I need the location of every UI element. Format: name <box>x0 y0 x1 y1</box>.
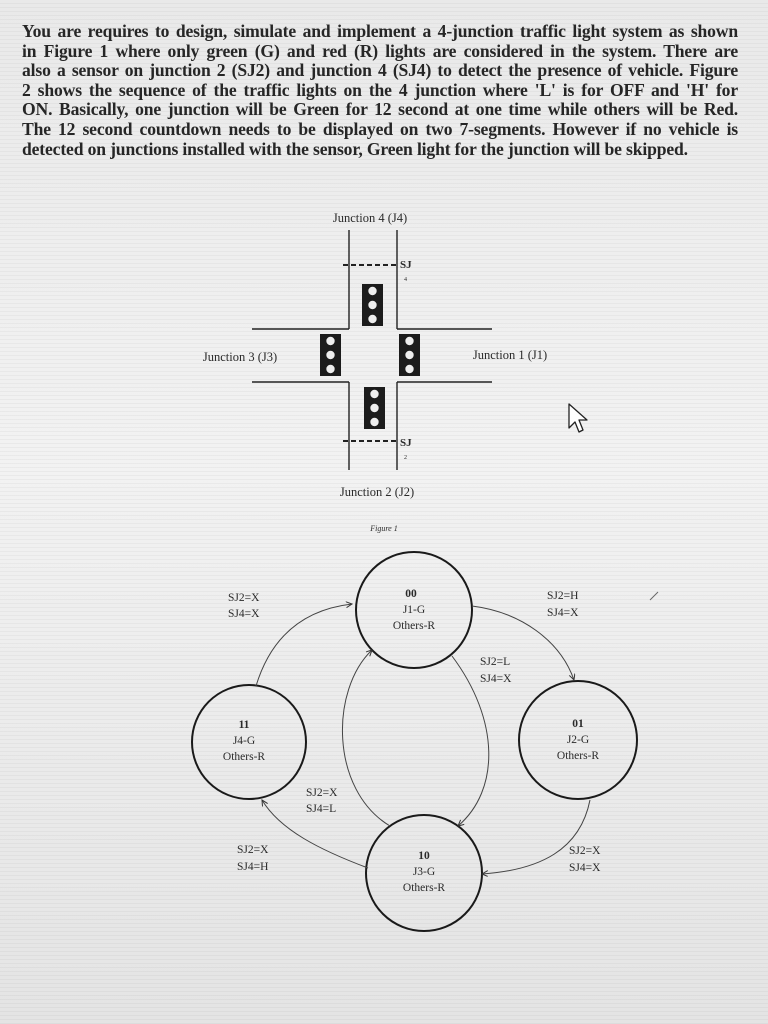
condition-label: SJ4=L <box>306 803 336 815</box>
traffic-light-icon <box>320 334 341 376</box>
condition-label: SJ4=H <box>237 861 268 873</box>
state-01-code: 01 <box>572 718 584 730</box>
state-10-green: J3-G <box>413 866 435 878</box>
condition-label: SJ2=L <box>480 656 510 668</box>
transition-arrow <box>341 650 391 827</box>
transition-arrow <box>255 604 352 687</box>
statement-line: detected on junctions installed with the… <box>22 138 688 159</box>
statement-line: The 12 second countdown needs to be disp… <box>22 118 738 139</box>
state-00-green: J1-G <box>403 604 425 616</box>
statement-line: ON. Basically, one junction will be Gree… <box>22 99 738 120</box>
transition-arrow <box>262 800 369 869</box>
state-11-others: Others-R <box>223 751 265 763</box>
condition-label: SJ4=X <box>228 608 260 620</box>
traffic-light-icon <box>362 284 383 326</box>
state-11-green: J4-G <box>233 735 255 747</box>
sensor-bottom-label: SJ <box>400 437 412 449</box>
junction-3-label: Junction 3 (J3) <box>203 350 277 364</box>
problem-statement: You are requires to design, simulate and… <box>22 21 738 159</box>
condition-label: SJ2=H <box>547 590 578 602</box>
transition-arrow <box>471 605 574 680</box>
state-01-green: J2-G <box>567 734 589 746</box>
traffic-light-icon <box>364 387 385 429</box>
sensor-top-label: SJ <box>400 259 412 271</box>
figure-2-state-diagram: 00 J1-G Others-R 01 J2-G Others-R 10 J3-… <box>191 551 659 932</box>
state-00-others: Others-R <box>393 620 435 632</box>
mouse-cursor-icon <box>568 403 588 433</box>
statement-line: You are requires to design, simulate and… <box>22 21 738 41</box>
figure-1-junction-diagram: Junction 4 (J4) Junction 3 (J3) Junction… <box>203 211 588 533</box>
transition-arrow <box>482 799 591 874</box>
condition-label: SJ2=X <box>237 844 269 856</box>
statement-line: in Figure 1 where only green (G) and red… <box>22 40 738 61</box>
condition-label: SJ4=X <box>480 673 512 685</box>
statement-line: 2 shows the sequence of the traffic ligh… <box>22 79 738 100</box>
stray-mark <box>649 591 659 601</box>
figure-1-caption: Figure 1 <box>369 524 397 533</box>
sensor-top-subscript: 4 <box>404 277 407 283</box>
condition-label: SJ4=X <box>569 862 601 874</box>
state-10-code: 10 <box>418 850 430 862</box>
transition-arrow <box>451 655 490 826</box>
condition-label: SJ2=X <box>306 787 338 799</box>
state-00-code: 00 <box>405 588 417 600</box>
traffic-light-icon <box>399 334 420 376</box>
junction-4-label: Junction 4 (J4) <box>333 211 407 225</box>
condition-label: SJ4=X <box>547 607 579 619</box>
state-circle-01 <box>518 680 638 800</box>
state-circle-11 <box>191 684 307 800</box>
sensor-bottom-subscript: 2 <box>404 455 407 461</box>
statement-line: also a sensor on junction 2 (SJ2) and ju… <box>22 60 738 81</box>
junction-1-label: Junction 1 (J1) <box>473 348 547 362</box>
state-11-code: 11 <box>239 719 250 731</box>
condition-label: SJ2=X <box>228 592 260 604</box>
state-circle-00 <box>355 551 473 669</box>
junction-2-label: Junction 2 (J2) <box>340 485 414 499</box>
state-10-others: Others-R <box>403 882 445 894</box>
condition-label: SJ2=X <box>569 845 601 857</box>
state-01-others: Others-R <box>557 750 599 762</box>
